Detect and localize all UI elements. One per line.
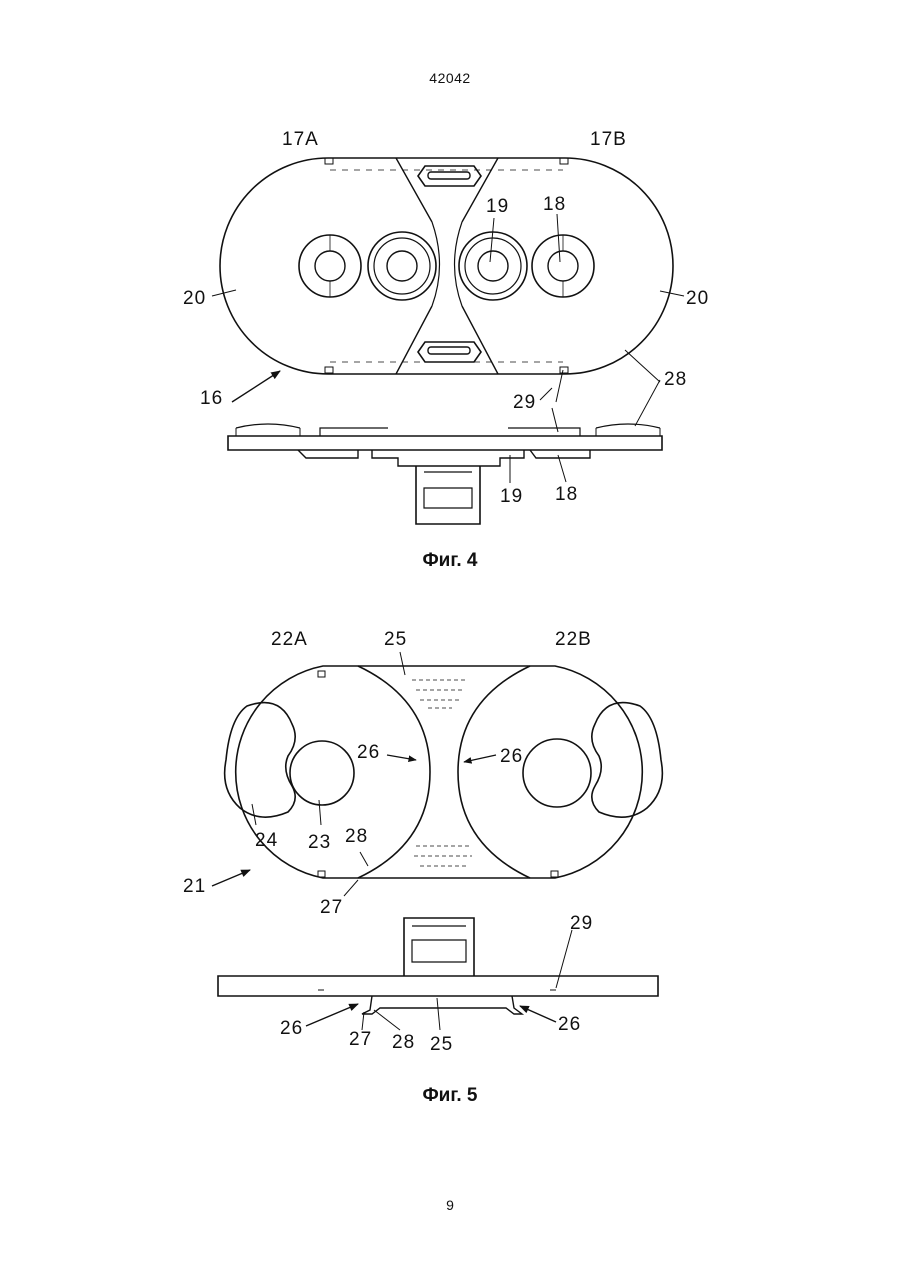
label-29: 29 bbox=[513, 392, 536, 413]
figure-5-caption: Фиг. 5 bbox=[0, 1085, 900, 1107]
label-21: 21 bbox=[183, 876, 206, 897]
label-19-side: 19 bbox=[500, 486, 523, 507]
label-16: 16 bbox=[200, 388, 223, 409]
label-26-side-left: 26 bbox=[280, 1018, 303, 1039]
label-22a: 22A bbox=[271, 629, 308, 650]
label-27-side: 27 bbox=[349, 1029, 372, 1050]
figure-4-top-view bbox=[212, 158, 684, 402]
label-18-side: 18 bbox=[555, 484, 578, 505]
figure-4-caption: Фиг. 4 bbox=[0, 550, 900, 572]
label-25: 25 bbox=[384, 629, 407, 650]
label-28-side: 28 bbox=[392, 1032, 415, 1053]
label-17b: 17B bbox=[590, 129, 627, 150]
label-22b: 22B bbox=[555, 629, 592, 650]
label-29: 29 bbox=[570, 913, 593, 934]
label-23: 23 bbox=[308, 832, 331, 853]
label-25-side: 25 bbox=[430, 1034, 453, 1055]
label-27: 27 bbox=[320, 897, 343, 918]
figure-4-side-view bbox=[228, 350, 662, 524]
label-26-right: 26 bbox=[500, 746, 523, 767]
figure-5-top-view bbox=[212, 652, 662, 988]
label-28: 28 bbox=[345, 826, 368, 847]
label-17a: 17A bbox=[282, 129, 319, 150]
page-number: 9 bbox=[0, 1197, 900, 1213]
figure-5-side-view bbox=[218, 918, 658, 1030]
label-20-left: 20 bbox=[183, 288, 206, 309]
label-28: 28 bbox=[664, 369, 687, 390]
label-18: 18 bbox=[543, 194, 566, 215]
label-24: 24 bbox=[255, 830, 278, 851]
label-26-left: 26 bbox=[357, 742, 380, 763]
label-20-right: 20 bbox=[686, 288, 709, 309]
label-19: 19 bbox=[486, 196, 509, 217]
label-26-side-right: 26 bbox=[558, 1014, 581, 1035]
